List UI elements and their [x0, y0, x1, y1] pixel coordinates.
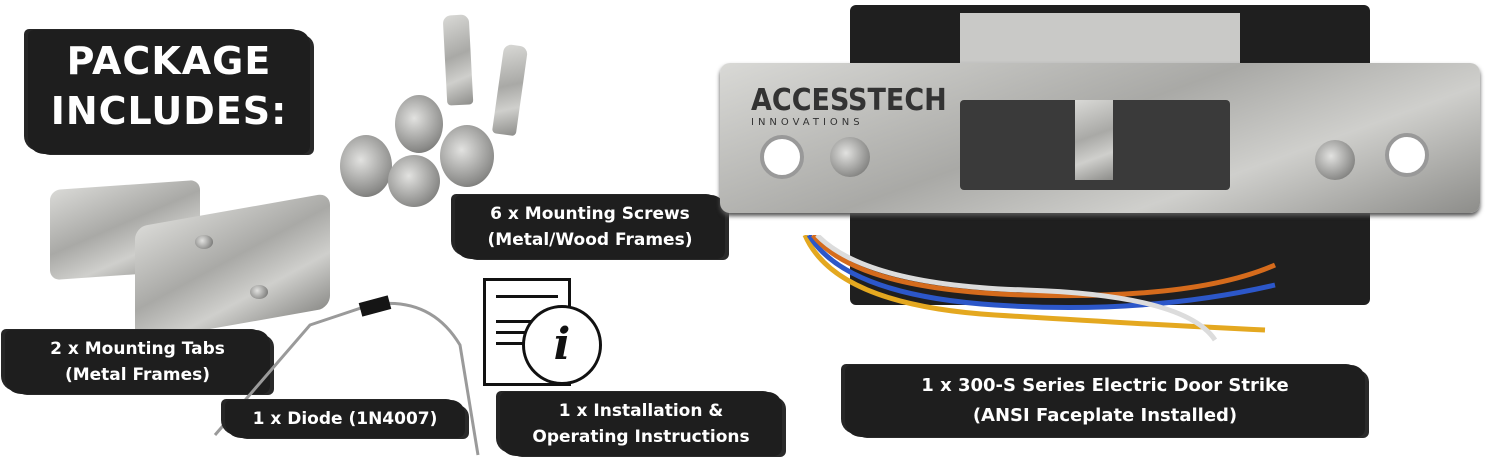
- screws-label-line-2: (Metal/Wood Frames): [487, 230, 693, 250]
- mounting-tabs-image: [45, 179, 345, 343]
- door-strike-image: ACCESSTECH INNOVATIONS: [715, 5, 1485, 355]
- screws-label-line-1: 6 x Mounting Screws: [490, 204, 690, 224]
- tabs-label-line-1: 2 x Mounting Tabs: [50, 339, 225, 359]
- door-strike-label-line-2: (ANSI Faceplate Installed): [972, 405, 1238, 426]
- diode-image: [213, 295, 480, 456]
- tabs-label-line-2: (Metal Frames): [64, 365, 211, 385]
- brand-logo: ACCESSTECH INNOVATIONS: [751, 85, 947, 129]
- heading-line-2: INCLUDES:: [50, 89, 288, 133]
- diode-label-text: 1 x Diode (1N4007): [252, 409, 438, 429]
- heading-line-1: PACKAGE: [66, 39, 272, 83]
- info-icon: i: [522, 305, 602, 385]
- info-glyph: i: [553, 319, 571, 370]
- mounting-screws-image: [330, 14, 530, 207]
- package-includes-heading: PACKAGE INCLUDES:: [28, 30, 310, 154]
- brand-sub: INNOVATIONS: [751, 117, 864, 128]
- instructions-label: 1 x Installation & Operating Instruction…: [500, 392, 782, 456]
- door-strike-label: 1 x 300-S Series Electric Door Strike (A…: [845, 365, 1365, 437]
- wires: [802, 235, 1277, 342]
- diode-label: 1 x Diode (1N4007): [225, 400, 465, 438]
- brand-name: ACCESSTECH: [751, 83, 947, 118]
- door-strike-label-line-1: 1 x 300-S Series Electric Door Strike: [921, 375, 1289, 396]
- instructions-label-line-2: Operating Instructions: [532, 427, 750, 447]
- screws-label: 6 x Mounting Screws (Metal/Wood Frames): [455, 195, 725, 259]
- tabs-label: 2 x Mounting Tabs (Metal Frames): [5, 330, 270, 394]
- instructions-label-line-1: 1 x Installation &: [558, 401, 724, 421]
